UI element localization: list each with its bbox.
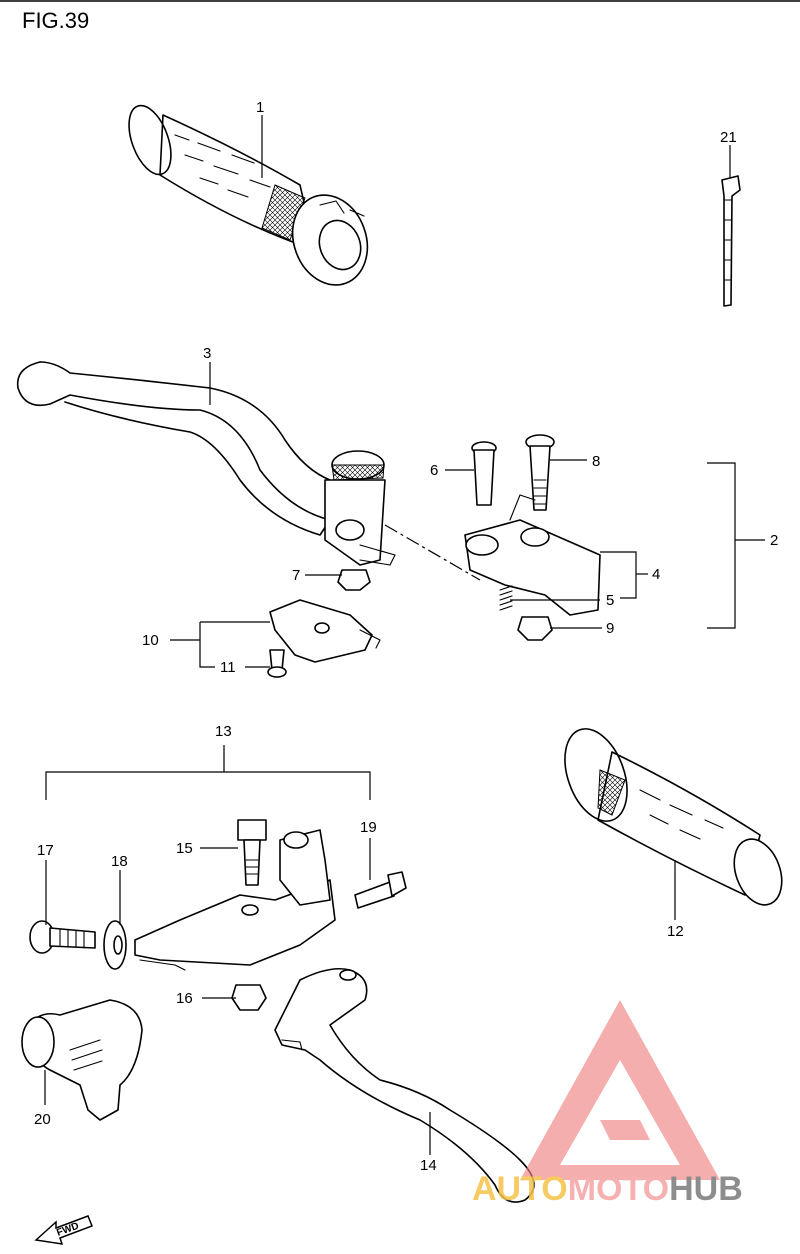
watermark-auto: AUTO [472,1170,568,1208]
callout-10: 10 [142,632,159,649]
part-lever-boot[interactable] [21,999,143,1121]
callout-8: 8 [592,453,600,470]
part-nut-upper[interactable] [337,569,371,591]
part-throttle-grip[interactable] [121,100,380,296]
callout-16: 16 [176,990,193,1007]
part-lower-pivot-bolt[interactable] [237,819,267,886]
callout-12: 12 [667,923,684,940]
callout-18: 18 [111,853,128,870]
callout-15: 15 [176,840,193,857]
part-left-grip[interactable] [553,720,790,911]
bracket-2 [707,462,736,629]
part-spring[interactable] [499,585,513,611]
figure-title: FIG.39 [22,8,90,33]
part-switch-screw[interactable] [267,649,287,678]
fwd-arrow-icon [34,1215,93,1245]
part-nut-lower[interactable] [517,616,553,641]
part-cable-tie[interactable] [721,175,741,307]
part-lower-nut[interactable] [231,984,267,1011]
bracket-10-11 [199,622,215,668]
callout-labels: 1 2 3 4 5 6 7 8 9 10 11 12 13 14 15 16 1… [34,99,778,1174]
watermark: AUTOMOTOHUB [472,1000,743,1208]
callout-3: 3 [203,345,211,362]
callout-2: 2 [770,532,778,549]
bracket-13 [45,771,371,800]
callout-11: 11 [220,659,236,676]
callout-19: 19 [360,819,377,836]
callout-17: 17 [37,842,54,859]
callout-7: 7 [292,567,300,584]
fwd-label: FWD [55,1221,80,1239]
watermark-hub: HUB [669,1170,743,1208]
bracket-4-5 [600,551,637,599]
callout-9: 9 [606,620,614,637]
part-adjuster-bolt[interactable] [525,434,555,511]
callout-20: 20 [34,1111,51,1128]
part-washer[interactable] [103,920,127,970]
part-lower-lever[interactable] [274,967,535,1203]
callout-4: 4 [652,566,660,583]
part-lever-holder[interactable] [464,494,601,616]
part-clutch-lever[interactable] [16,361,396,566]
assembly-guide-line [384,524,481,581]
watermark-moto: MOTO [568,1170,669,1208]
part-holder-screw[interactable] [354,871,407,909]
callout-14: 14 [420,1157,437,1174]
part-pivot-bolt[interactable] [471,441,497,506]
fwd-arrow: FWD [34,1215,93,1245]
callout-21: 21 [720,129,737,146]
part-lower-lever-holder[interactable] [134,829,336,971]
callout-1: 1 [256,99,264,116]
part-mirror-bolt[interactable] [29,920,96,954]
callout-5: 5 [606,592,614,609]
watermark-text: AUTOMOTOHUB [472,1170,743,1208]
callout-13: 13 [215,723,232,740]
watermark-logo-icon [520,1000,720,1180]
callout-6: 6 [430,462,438,479]
leader-lines [44,115,731,1155]
part-clutch-switch[interactable] [269,599,381,663]
